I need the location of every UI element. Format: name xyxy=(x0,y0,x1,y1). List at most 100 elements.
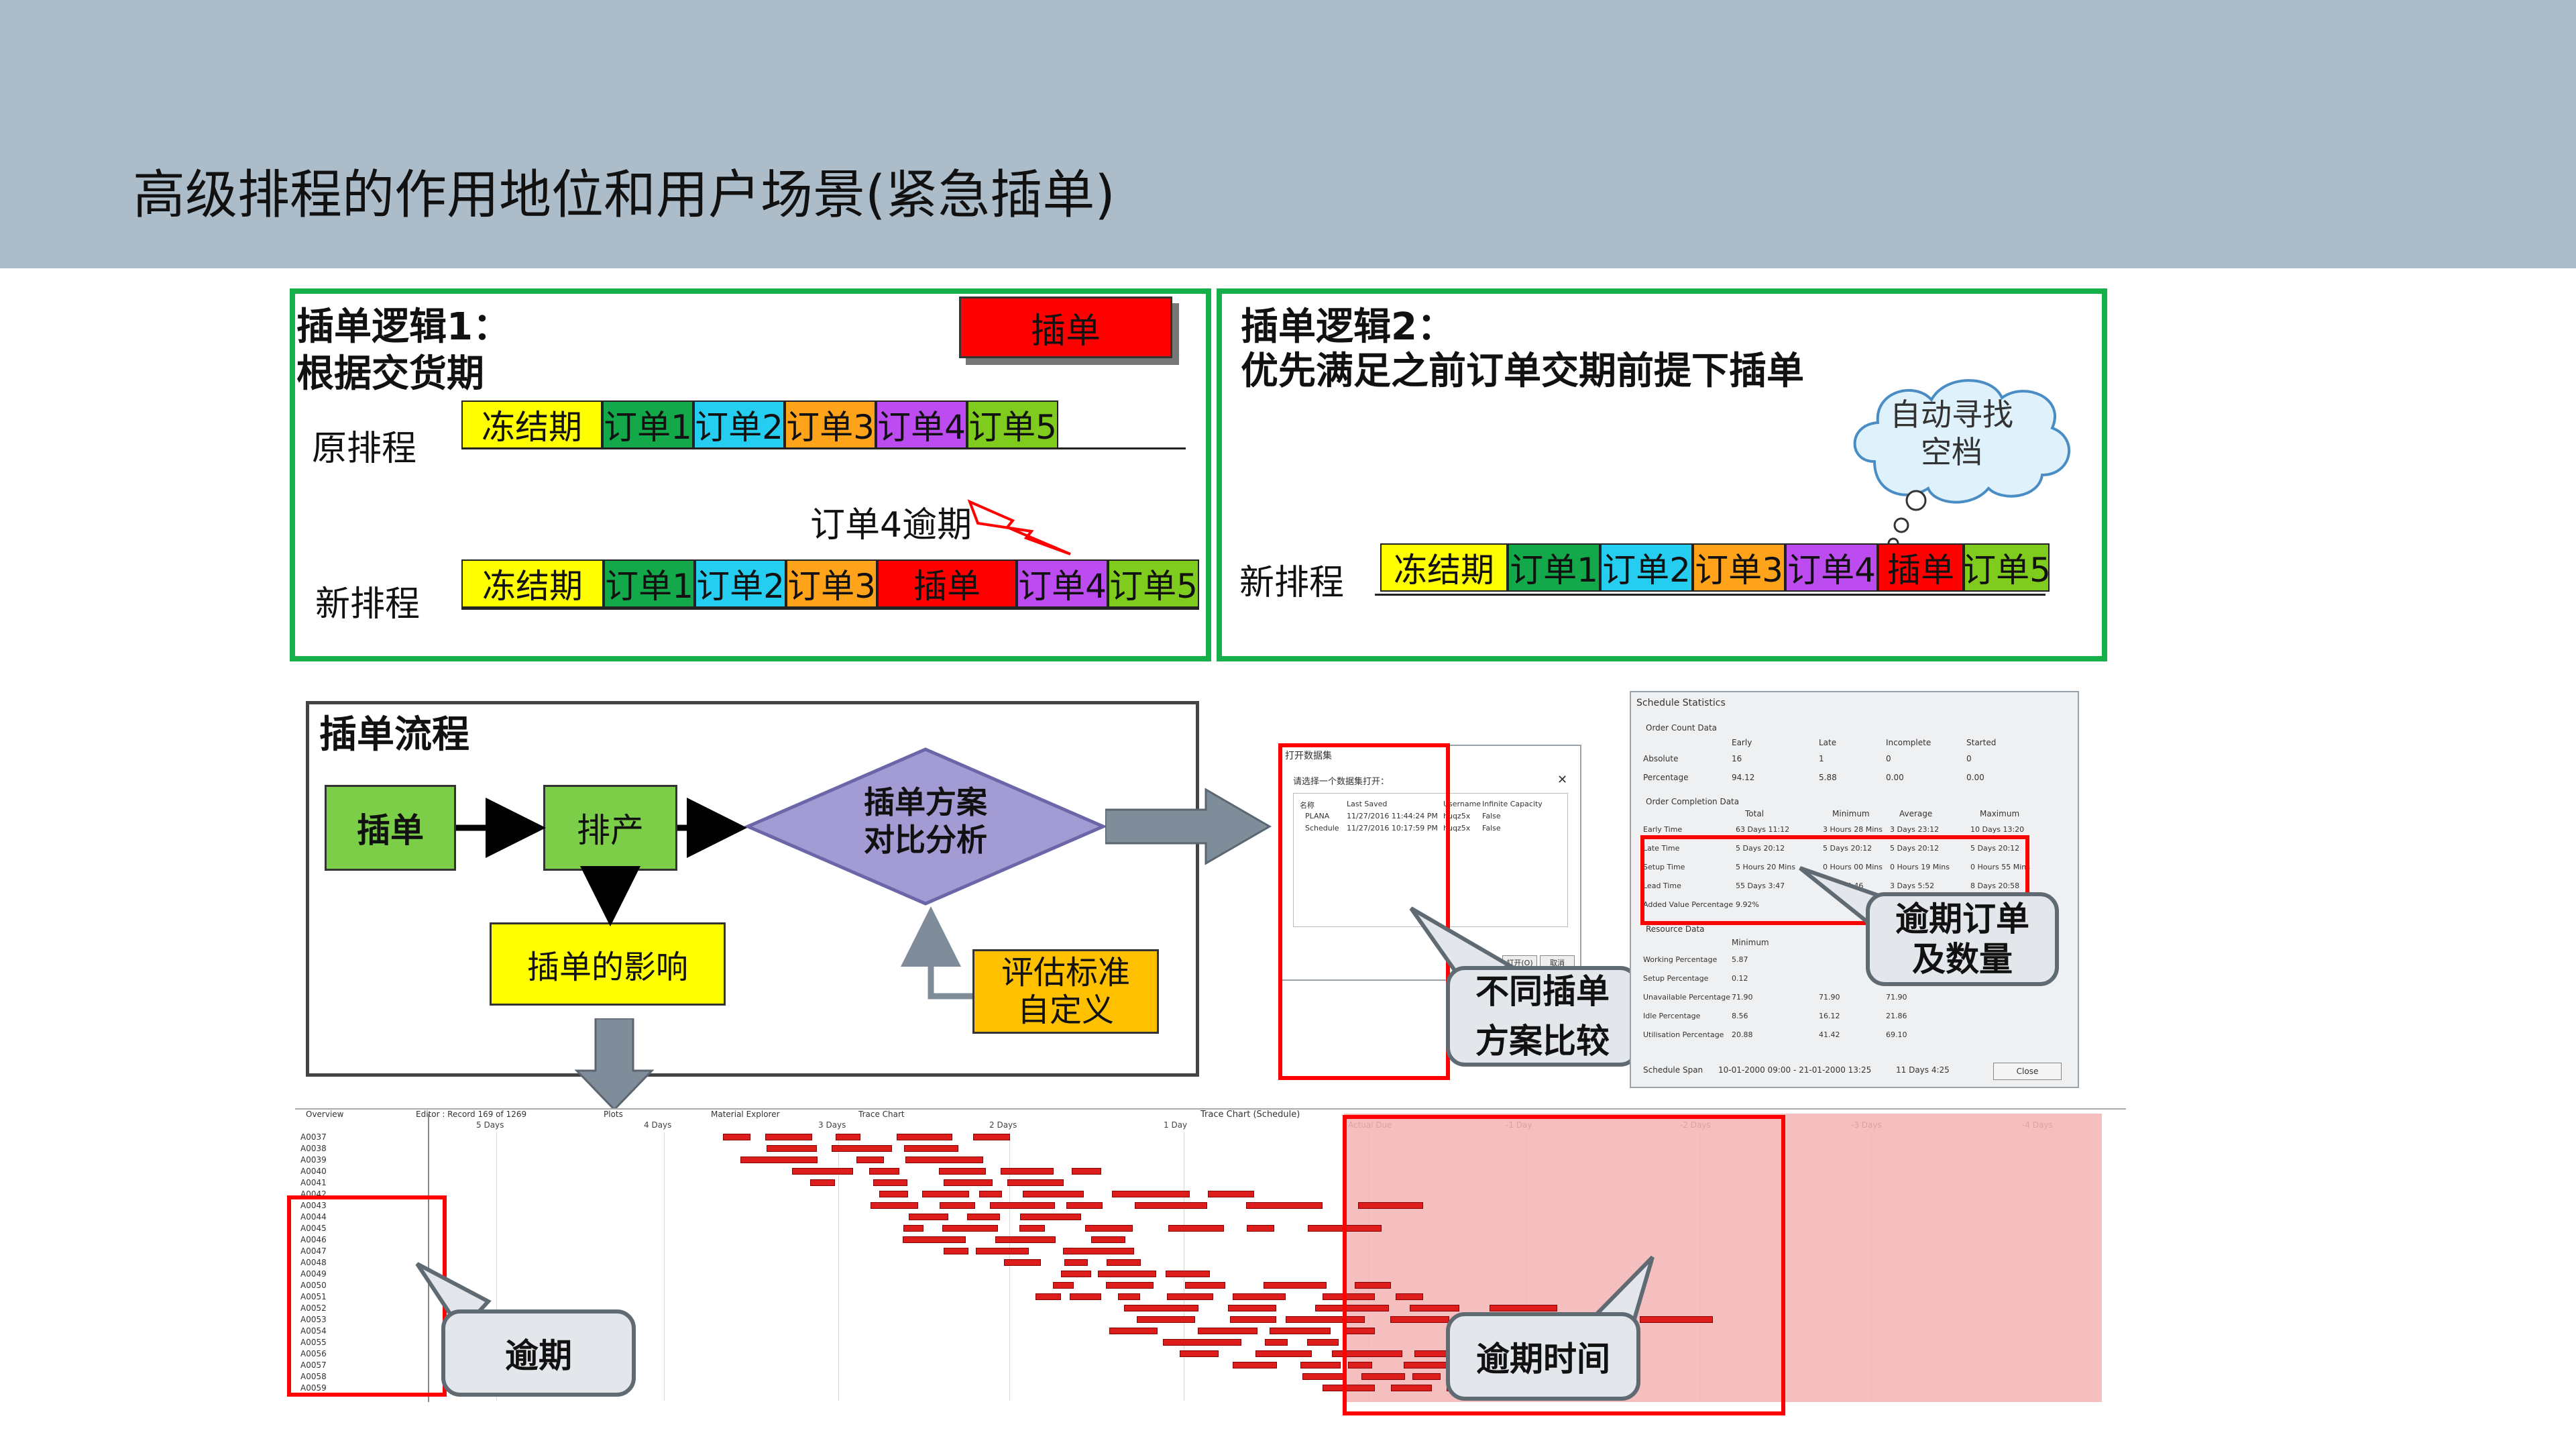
gantt-operation-bar[interactable] xyxy=(1228,1305,1276,1311)
dataset-row-name[interactable]: PLANA xyxy=(1305,812,1330,820)
gantt-row-label[interactable]: A0059 xyxy=(300,1383,327,1393)
gantt-operation-bar[interactable] xyxy=(1286,1316,1365,1323)
gantt-operation-bar[interactable] xyxy=(966,1214,1001,1220)
gantt-operation-bar[interactable] xyxy=(1391,1385,1433,1391)
gantt-operation-bar[interactable] xyxy=(1019,1225,1046,1232)
gantt-operation-bar[interactable] xyxy=(903,1225,924,1232)
gantt-operation-bar[interactable] xyxy=(1233,1293,1286,1300)
gantt-operation-bar[interactable] xyxy=(856,1157,885,1163)
trace-tab[interactable]: Plots xyxy=(604,1110,623,1119)
gantt-operation-bar[interactable] xyxy=(978,1191,1003,1197)
gantt-operation-bar[interactable] xyxy=(1490,1305,1558,1311)
stats-close-button[interactable]: Close xyxy=(1993,1063,2062,1080)
trace-tab[interactable]: Editor : Record 169 of 1269 xyxy=(416,1110,527,1119)
gantt-row-label[interactable]: A0053 xyxy=(300,1315,327,1324)
gantt-operation-bar[interactable] xyxy=(1246,1225,1274,1232)
gantt-operation-bar[interactable] xyxy=(1323,1293,1375,1300)
gantt-operation-bar[interactable] xyxy=(1109,1328,1158,1334)
gantt-operation-bar[interactable] xyxy=(873,1179,908,1186)
gantt-operation-bar[interactable] xyxy=(902,1236,966,1243)
close-icon[interactable]: ✕ xyxy=(1557,773,1568,787)
gantt-row-label[interactable]: A0049 xyxy=(300,1269,327,1279)
gantt-operation-bar[interactable] xyxy=(1246,1202,1323,1209)
trace-tab[interactable]: Trace Chart xyxy=(858,1110,905,1119)
gantt-operation-bar[interactable] xyxy=(1331,1350,1402,1357)
gantt-row-label[interactable]: A0043 xyxy=(300,1201,327,1210)
gantt-operation-bar[interactable] xyxy=(908,1214,948,1220)
gantt-row-label[interactable]: A0055 xyxy=(300,1338,327,1347)
gantt-operation-bar[interactable] xyxy=(1091,1236,1125,1243)
gantt-operation-bar[interactable] xyxy=(1137,1316,1196,1323)
gantt-row-label[interactable]: A0050 xyxy=(300,1281,327,1290)
gantt-operation-bar[interactable] xyxy=(1064,1259,1088,1266)
gantt-operation-bar[interactable] xyxy=(765,1134,812,1140)
gantt-operation-bar[interactable] xyxy=(723,1134,750,1140)
gantt-row-label[interactable]: A0048 xyxy=(300,1258,327,1267)
gantt-operation-bar[interactable] xyxy=(1409,1305,1460,1311)
gantt-operation-bar[interactable] xyxy=(1395,1293,1423,1300)
gantt-operation-bar[interactable] xyxy=(1035,1293,1061,1300)
gantt-row-label[interactable]: A0037 xyxy=(300,1132,327,1142)
gantt-operation-bar[interactable] xyxy=(897,1134,953,1140)
gantt-operation-bar[interactable] xyxy=(810,1179,836,1186)
gantt-operation-bar[interactable] xyxy=(1168,1225,1225,1232)
gantt-operation-bar[interactable] xyxy=(1197,1328,1258,1334)
gantt-operation-bar[interactable] xyxy=(1165,1271,1211,1277)
trace-tab[interactable]: Overview xyxy=(306,1110,344,1119)
gantt-operation-bar[interactable] xyxy=(1307,1339,1339,1346)
gantt-operation-bar[interactable] xyxy=(1022,1191,1084,1197)
gantt-row-label[interactable]: A0039 xyxy=(300,1155,327,1165)
gantt-operation-bar[interactable] xyxy=(1302,1373,1347,1380)
gantt-operation-bar[interactable] xyxy=(939,1202,976,1209)
gantt-operation-bar[interactable] xyxy=(1323,1385,1376,1391)
gantt-operation-bar[interactable] xyxy=(904,1145,958,1152)
gantt-operation-bar[interactable] xyxy=(1004,1259,1042,1266)
gantt-operation-bar[interactable] xyxy=(1166,1293,1214,1300)
gantt-row-label[interactable]: A0058 xyxy=(300,1372,327,1381)
gantt-operation-bar[interactable] xyxy=(905,1157,984,1163)
gantt-operation-bar[interactable] xyxy=(943,1248,969,1254)
gantt-operation-bar[interactable] xyxy=(1053,1282,1074,1289)
gantt-operation-bar[interactable] xyxy=(944,1179,993,1186)
gantt-operation-bar[interactable] xyxy=(1180,1350,1219,1357)
gantt-operation-bar[interactable] xyxy=(990,1202,1056,1209)
gantt-operation-bar[interactable] xyxy=(792,1168,853,1175)
gantt-operation-bar[interactable] xyxy=(1019,1214,1082,1220)
gantt-operation-bar[interactable] xyxy=(1066,1202,1103,1209)
gantt-operation-bar[interactable] xyxy=(972,1134,1011,1140)
gantt-row-label[interactable]: A0056 xyxy=(300,1349,327,1358)
gantt-row-label[interactable]: A0057 xyxy=(300,1360,327,1370)
gantt-row-label[interactable]: A0052 xyxy=(300,1303,327,1313)
gantt-row-label[interactable]: A0047 xyxy=(300,1246,327,1256)
gantt-operation-bar[interactable] xyxy=(1263,1282,1327,1289)
gantt-operation-bar[interactable] xyxy=(1107,1259,1141,1266)
gantt-operation-bar[interactable] xyxy=(1007,1179,1064,1186)
gantt-operation-bar[interactable] xyxy=(1123,1305,1199,1311)
gantt-operation-bar[interactable] xyxy=(1265,1339,1288,1346)
gantt-operation-bar[interactable] xyxy=(939,1168,987,1175)
gantt-operation-bar[interactable] xyxy=(1229,1316,1277,1323)
gantt-row-label[interactable]: A0041 xyxy=(300,1178,327,1187)
gantt-operation-bar[interactable] xyxy=(1063,1248,1135,1254)
gantt-operation-bar[interactable] xyxy=(976,1248,1029,1254)
gantt-operation-bar[interactable] xyxy=(1112,1191,1190,1197)
gantt-row-label[interactable]: A0051 xyxy=(300,1292,327,1301)
gantt-row-label[interactable]: A0038 xyxy=(300,1144,327,1153)
gantt-operation-bar[interactable] xyxy=(1061,1271,1092,1277)
dataset-row-name[interactable]: Schedule xyxy=(1305,824,1339,833)
gantt-operation-bar[interactable] xyxy=(1118,1293,1140,1300)
gantt-operation-bar[interactable] xyxy=(1361,1373,1405,1380)
gantt-operation-bar[interactable] xyxy=(1269,1328,1331,1334)
gantt-row-label[interactable]: A0040 xyxy=(300,1167,327,1176)
gantt-operation-bar[interactable] xyxy=(1412,1373,1441,1380)
gantt-operation-bar[interactable] xyxy=(740,1157,818,1163)
gantt-operation-bar[interactable] xyxy=(767,1145,818,1152)
gantt-operation-bar[interactable] xyxy=(879,1191,908,1197)
gantt-operation-bar[interactable] xyxy=(869,1168,899,1175)
trace-tab[interactable]: Material Explorer xyxy=(711,1110,780,1119)
gantt-operation-bar[interactable] xyxy=(995,1236,1056,1243)
gantt-operation-bar[interactable] xyxy=(1071,1168,1101,1175)
gantt-row-label[interactable]: A0045 xyxy=(300,1224,327,1233)
gantt-operation-bar[interactable] xyxy=(831,1145,893,1152)
gantt-operation-bar[interactable] xyxy=(1255,1350,1312,1357)
